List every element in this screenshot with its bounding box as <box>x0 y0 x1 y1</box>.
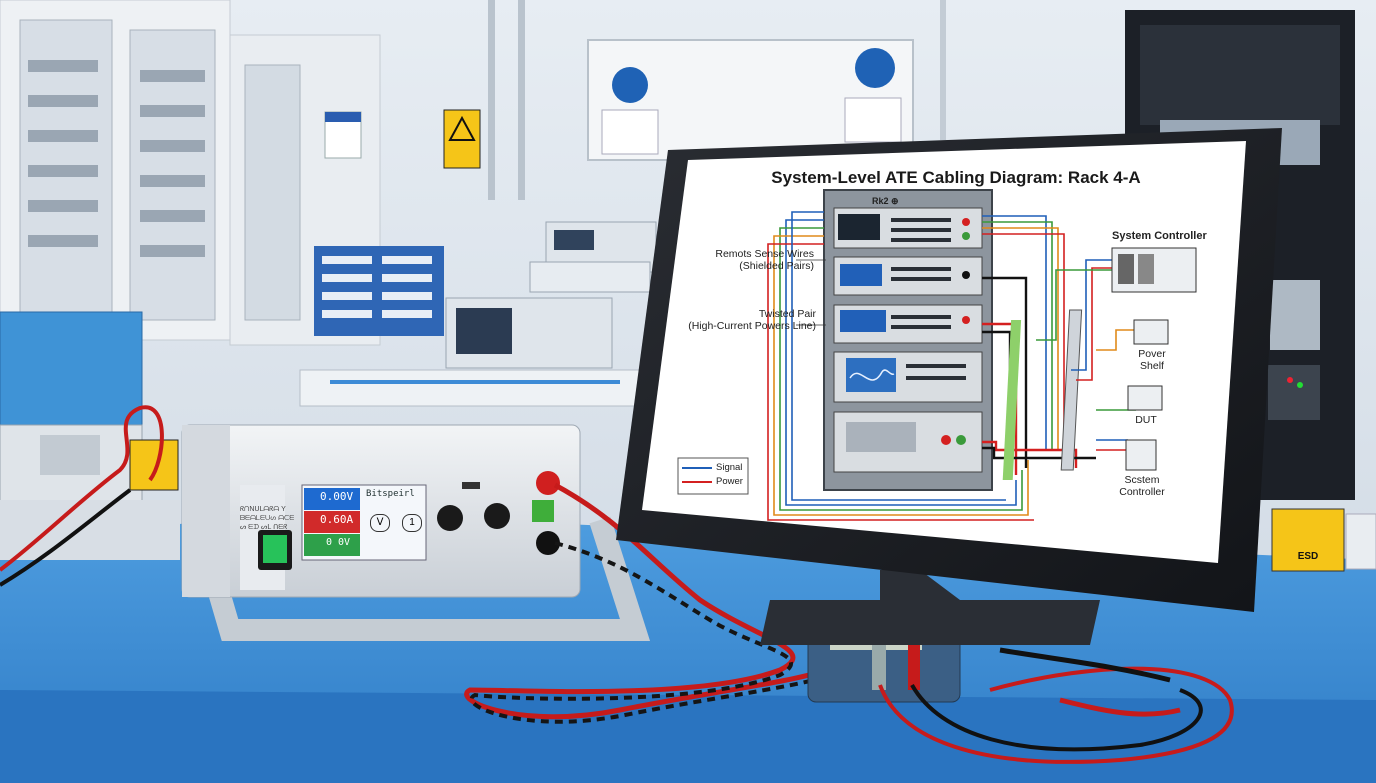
signal-bus-bar <box>1002 320 1022 480</box>
ground-bus-bar <box>1060 309 1083 471</box>
psu-mode-label: Bitspeirl <box>366 489 415 499</box>
legend-power: Power <box>716 476 743 487</box>
psu-current-readout: 0.60A <box>320 513 354 526</box>
system-controller-label: System Controller <box>1112 230 1207 242</box>
pipe <box>518 0 525 200</box>
twisted-pair-label: Twisted Pair (High-Current Powers Line) <box>688 308 816 332</box>
left-instrument <box>0 311 143 428</box>
voltage-knob <box>437 505 463 531</box>
twisted-power-cable <box>464 482 842 720</box>
power-shelf-device <box>1133 319 1169 345</box>
psu-button-v[interactable]: ᐯ <box>370 514 390 532</box>
cabinet-drawers <box>28 60 205 257</box>
power-shelf-label: Pover Shelf <box>1138 348 1166 372</box>
negative-terminal <box>536 531 560 555</box>
rack-label: Rk2 ⊕ <box>872 196 899 206</box>
psu-button-1[interactable]: 1 <box>402 514 422 532</box>
esd-sign <box>1271 508 1345 572</box>
ppe-sign-icon <box>855 48 895 88</box>
back-bench <box>299 369 641 407</box>
system-controller-2-label: Sсstem Controller <box>1119 474 1165 498</box>
rack-knobs <box>846 218 966 452</box>
esd-sign-label: ESD <box>1297 551 1319 562</box>
cabling-diagram: System-Level ATE Cabling Diagram: Rack 4… <box>676 150 1236 530</box>
pipe <box>940 0 946 140</box>
probe-leads <box>878 666 1234 764</box>
current-knob <box>484 503 510 529</box>
dut-device <box>1127 385 1163 411</box>
left-cables <box>0 405 164 572</box>
power-wires <box>982 276 1096 480</box>
legend-signal: Signal <box>716 462 743 473</box>
ppe-sign-icon <box>612 67 648 103</box>
positive-terminal <box>536 471 560 495</box>
controller-device <box>1125 439 1157 471</box>
diagram-title: System-Level ATE Cabling Diagram: Rack 4… <box>771 168 1141 187</box>
signal-wires <box>767 211 1034 521</box>
pipe <box>488 0 495 200</box>
legend-box <box>677 457 749 495</box>
remote-sense-label: Remots Sense Wires (Shielded Pairs) <box>715 248 814 272</box>
psu-power-readout: 0 0V <box>326 537 351 548</box>
diagram-drawing <box>677 189 1197 521</box>
psu-side-text: ᖇᑎNᑌᒪᗩᖇᗩ Y ᗷᗴᗩᒪᗴᑌᔕ ᗩᑕᗴ ᔕ ᗴᗪ ᔕᒪ ᑎᗴᖇ <box>240 506 295 531</box>
monitor-stand <box>760 570 1100 645</box>
psu-voltage-readout: 0.00V <box>320 490 354 503</box>
dut-label: DUT <box>1135 414 1157 426</box>
